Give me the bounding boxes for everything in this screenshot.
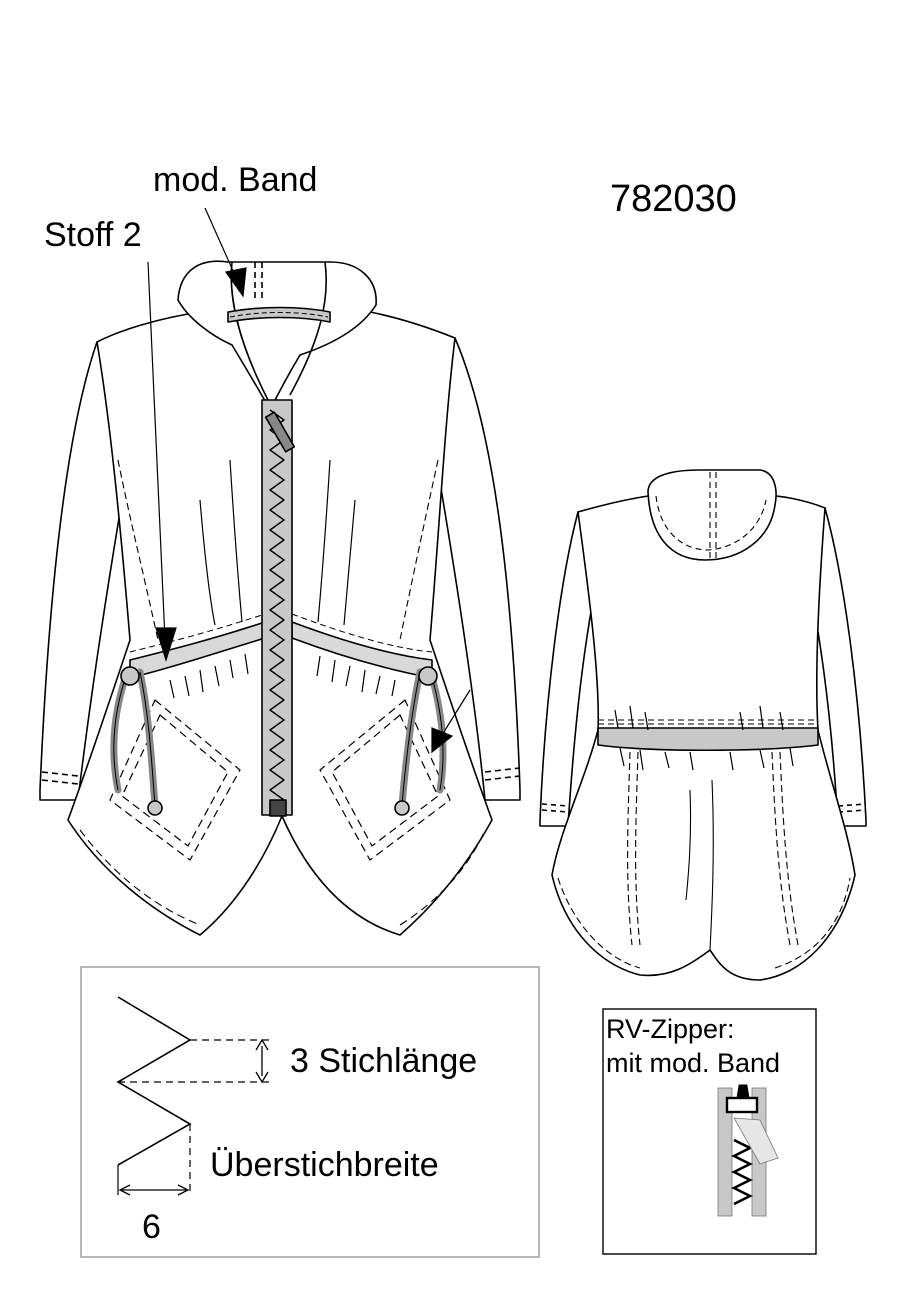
back-right-cuff-stitch	[837, 803, 867, 813]
zipper-detail-line1: RV-Zipper:	[606, 1014, 735, 1044]
callout-mod-band: mod. Band	[153, 161, 318, 199]
front-right-cord-eyelet	[418, 666, 438, 686]
front-gathers	[169, 653, 396, 699]
front-right-pocket-inner	[331, 714, 439, 847]
front-upper-gathers	[199, 459, 356, 626]
front-left-cord-eyelet	[120, 666, 140, 686]
back-left-cuff-stitch	[541, 803, 569, 813]
stitch-length-arrows	[255, 1038, 269, 1084]
zipper-detail-pull	[736, 1084, 750, 1099]
stitch-length-label: 3 Stichlänge	[290, 1042, 478, 1080]
front-right-cuff-stitch	[484, 767, 521, 781]
front-left-pocket-inner	[121, 714, 229, 847]
callout-stoff-2: Stoff 2	[44, 216, 142, 254]
front-right-cord-end	[394, 800, 410, 816]
front-side-seam-left	[117, 459, 159, 641]
stitch-width-label: Überstichbreite	[210, 1146, 439, 1184]
mod-band-arrow-line	[204, 207, 239, 283]
stoff2-arrow-line	[147, 261, 166, 641]
stitch-legend	[80, 966, 540, 1258]
callout-arrows	[147, 207, 471, 754]
right-cord-arrow-line	[441, 689, 471, 736]
zipper-detail-line2: mit mod. Band	[606, 1048, 781, 1078]
front-right-pocket	[319, 699, 451, 861]
stitch-width-arrows	[118, 1184, 190, 1196]
front-hood	[177, 260, 377, 411]
model-number: 782030	[610, 178, 737, 220]
back-center-gathers	[685, 779, 714, 951]
front-left-cord-end	[147, 800, 163, 816]
zipper-detail-tape-left	[717, 1087, 733, 1217]
front-hem-stitch	[79, 829, 486, 926]
back-view-jacket	[539, 469, 867, 981]
back-hood	[647, 469, 777, 561]
stoff2-arrow-head	[155, 627, 177, 663]
back-hood-seam	[709, 472, 717, 560]
back-gathers	[614, 705, 794, 771]
zipper-detail-teeth	[731, 1138, 753, 1206]
front-side-seam-right	[399, 459, 439, 641]
zipper-detail	[602, 1008, 817, 1255]
stitch-legend-frame	[80, 966, 540, 1258]
zipper-detail-slider	[725, 1096, 759, 1114]
back-hem-stitch	[557, 877, 851, 969]
front-zipper-tape	[261, 399, 293, 816]
stitch-width-value: 6	[142, 1208, 161, 1246]
zipper-detail-frame	[602, 1008, 817, 1255]
back-waist-band	[597, 727, 819, 752]
front-left-pocket	[109, 699, 241, 861]
front-left-cuff-stitch	[41, 771, 79, 785]
front-left-drawcord-edge	[113, 669, 156, 806]
mod-band-arrow-head	[224, 267, 247, 298]
right-cord-arrow-head	[431, 727, 454, 754]
front-zipper-pull	[264, 411, 296, 453]
stitch-length-guides	[118, 1039, 270, 1192]
front-hood-center-seam	[254, 262, 263, 300]
front-neck-band-stitch	[229, 312, 329, 318]
front-waist-stitch	[129, 613, 433, 653]
front-zipper-teeth	[269, 409, 285, 801]
front-zipper-stop	[269, 799, 287, 817]
front-view-jacket	[39, 260, 521, 936]
zipper-detail-band-overlay	[733, 1117, 779, 1165]
front-neck-band	[227, 306, 331, 323]
